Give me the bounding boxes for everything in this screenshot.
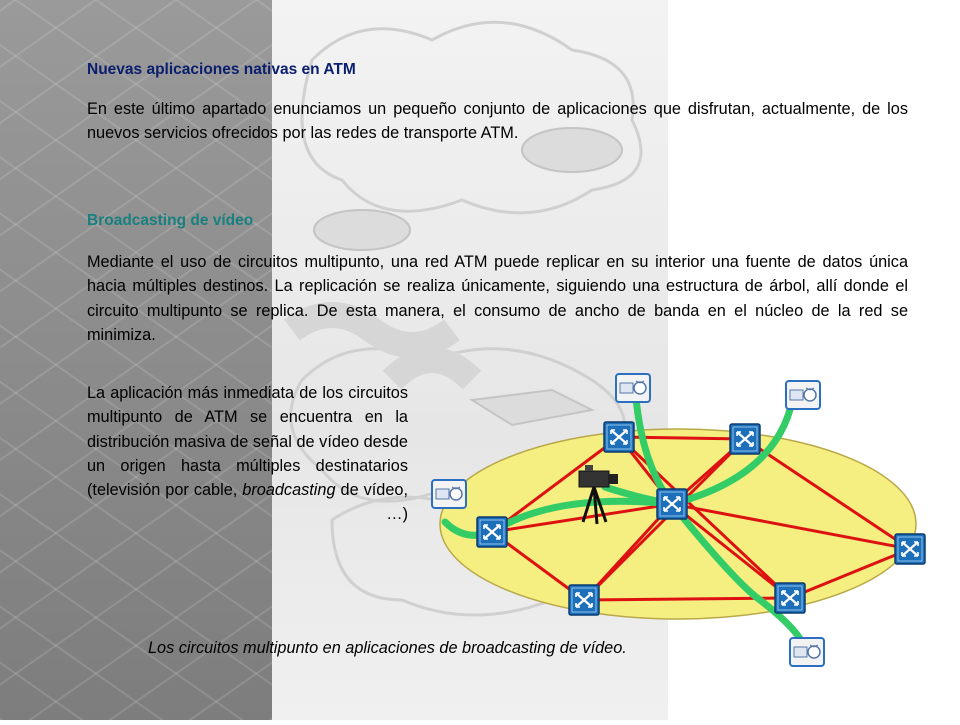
application-text-start: La aplicación más inmediata de los circu… [87, 384, 408, 500]
broadcast-network-diagram [431, 373, 927, 667]
video-camera-icon [578, 465, 618, 525]
figure-caption: Los circuitos multipunto en aplicaciones… [148, 639, 627, 657]
section-title-native-apps: Nuevas aplicaciones nativas en ATM [87, 61, 356, 78]
application-text-emphasis: broadcasting [242, 481, 336, 500]
multipoint-paragraph: Mediante el uso de circuitos multipunto,… [87, 253, 908, 344]
application-text-end: de vídeo, …) [335, 481, 408, 524]
section-title-video-broadcasting: Broadcasting de vídeo [87, 212, 254, 229]
intro-paragraph: En este último apartado enunciamos un pe… [87, 100, 908, 143]
decorative-side-panel [0, 0, 272, 720]
application-paragraph: La aplicación más inmediata de los circu… [87, 381, 408, 527]
atm-network-cloud [439, 428, 917, 620]
